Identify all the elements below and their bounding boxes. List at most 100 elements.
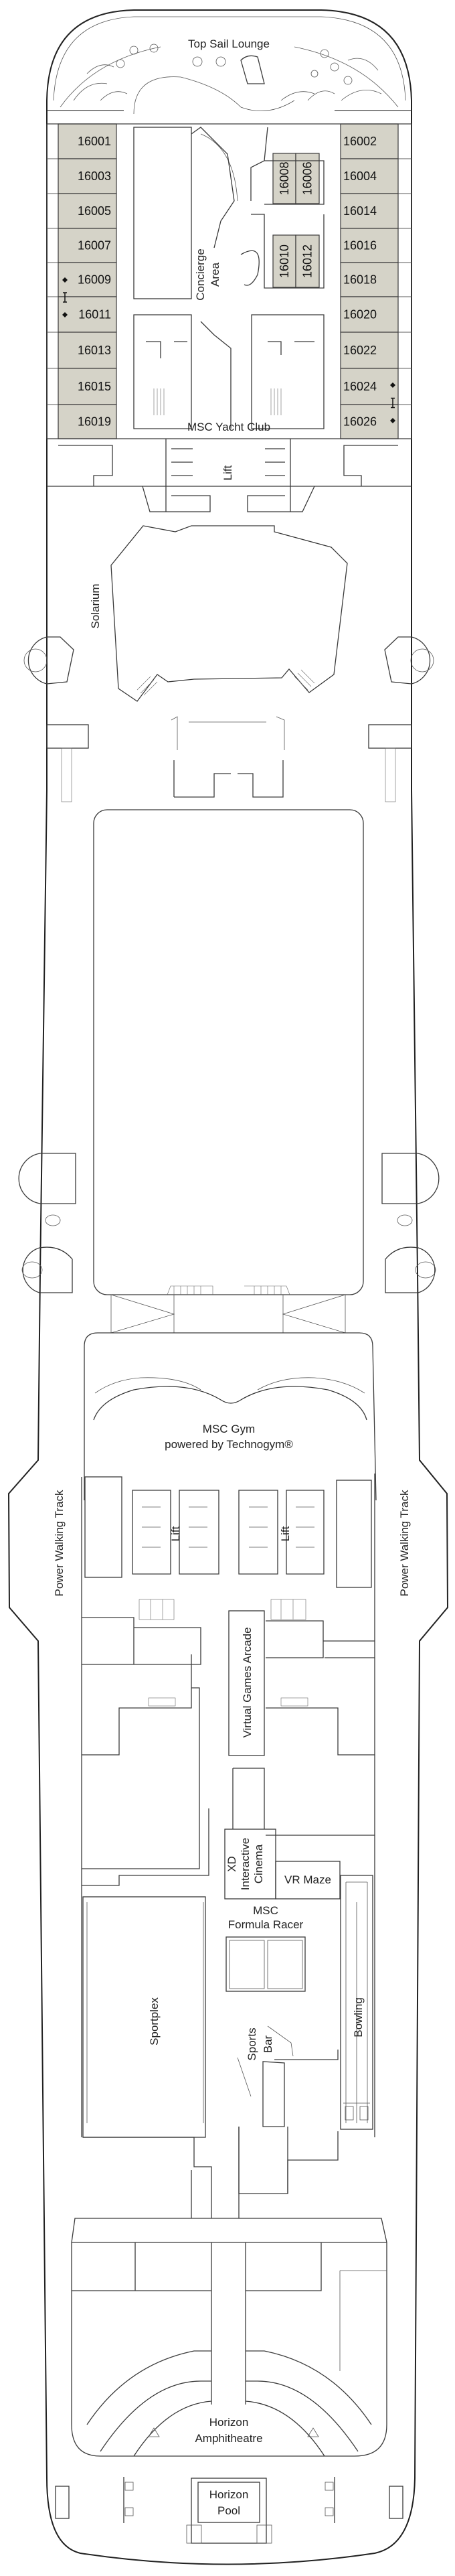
- cabin-16014[interactable]: [340, 193, 399, 229]
- cabin-number: 16009: [78, 273, 111, 287]
- solarium[interactable]: Solarium: [89, 525, 348, 702]
- cabin-16016[interactable]: [340, 228, 399, 263]
- label-msc-yacht-club: MSC Yacht Club: [187, 421, 270, 433]
- spiral-stair-icon: [240, 250, 260, 286]
- label-lift-forward-starboard: Lift: [279, 1526, 292, 1541]
- cabin-number: 16024: [343, 380, 377, 393]
- forward-lift-lobby: Lift Lift Virtual Games Arcade: [81, 1474, 375, 2137]
- horizon-amphitheatre[interactable]: Horizon Amphitheatre: [71, 2218, 387, 2457]
- aft-connector: [110, 1294, 346, 1334]
- cabin-16001[interactable]: [58, 123, 117, 159]
- label-power-walking-track-port: Power Walking Track: [53, 1490, 66, 1597]
- hull-inner-line: [53, 16, 406, 101]
- stair-icon: [139, 1599, 308, 1707]
- cabin-number: 16014: [343, 204, 377, 218]
- side-lifeboat-icon: [18, 1153, 440, 1293]
- label-bowling: Bowling: [352, 1997, 365, 2037]
- pool-deck-fittings: [55, 2477, 403, 2523]
- stair-icon: [240, 55, 265, 84]
- yacht-club-cabins: 16001 16002 16003 16004 16005 16014 16007 16016…: [46, 123, 412, 439]
- label-gym-technogym: powered by Technogym®: [165, 1438, 293, 1451]
- lounge-seating-icon: [73, 44, 382, 101]
- cabin-16003[interactable]: [58, 158, 117, 194]
- label-pool: Pool: [217, 2504, 240, 2517]
- stair-icon: [167, 1285, 290, 1295]
- label-power-walking-track-starboard: Power Walking Track: [398, 1490, 411, 1597]
- bowling-lanes: [340, 1875, 373, 2130]
- cabin-number: 16004: [343, 169, 377, 183]
- msc-gym[interactable]: MSC Gym powered by Technogym®: [84, 1332, 377, 1501]
- cabin-number: 16026: [343, 415, 377, 429]
- cabin-16011[interactable]: [58, 296, 117, 333]
- horizon-pool[interactable]: Horizon Pool: [186, 2478, 272, 2544]
- cabin-16013[interactable]: [58, 332, 117, 369]
- cabin-16010[interactable]: [272, 234, 296, 288]
- cabin-number: 16007: [78, 239, 111, 253]
- solarium-enclosure: [110, 525, 348, 702]
- aft-corridor-walls: [83, 2127, 339, 2218]
- virtual-games-arcade-room: [228, 1610, 265, 1756]
- label-formula-racer: Formula Racer: [228, 1918, 304, 1931]
- cabin-number: 16001: [78, 135, 111, 148]
- label-lift-forward-port: Lift: [169, 1526, 182, 1541]
- cabin-16019[interactable]: [58, 404, 117, 439]
- cabin-16008[interactable]: [272, 153, 296, 204]
- label-horizon: Horizon: [209, 2416, 249, 2429]
- cabin-number: 16006: [301, 161, 314, 195]
- cabin-number: 16015: [78, 380, 111, 393]
- cabin-number: 16011: [78, 308, 111, 321]
- label-xd: XD: [225, 1856, 238, 1872]
- cabin-16002[interactable]: [340, 123, 399, 159]
- top-sail-lounge[interactable]: Top Sail Lounge: [47, 38, 412, 115]
- ship-hull-outline: [7, 9, 449, 2565]
- cabin-number: 16018: [343, 273, 377, 287]
- label-vr-maze: VR Maze: [284, 1873, 331, 1886]
- cabin-16026[interactable]: [340, 404, 399, 439]
- label-lift-yacht-club: Lift: [221, 465, 234, 480]
- cabin-number: 16005: [78, 204, 111, 218]
- label-solarium: Solarium: [89, 583, 102, 628]
- cabin-16006[interactable]: [295, 153, 320, 204]
- cabin-number: 16008: [278, 161, 291, 195]
- cabin-number: 16020: [343, 308, 377, 321]
- cabin-16018[interactable]: [340, 262, 399, 297]
- connecting-rooms-icon: [62, 277, 68, 317]
- label-top-sail-lounge: Top Sail Lounge: [188, 38, 270, 50]
- label-sportplex: Sportplex: [148, 1997, 161, 2046]
- label-msc-gym: MSC Gym: [203, 1423, 255, 1435]
- cabin-number: 16002: [343, 135, 377, 148]
- central-open-deck: [93, 809, 364, 1295]
- cabin-number: 16016: [343, 239, 377, 253]
- connecting-rooms-icon: [390, 382, 395, 423]
- label-sports: Sports: [246, 2027, 258, 2060]
- label-virtual-games-arcade: Virtual Games Arcade: [241, 1627, 254, 1737]
- speaker-icon: [148, 2427, 319, 2437]
- cabin-16005[interactable]: [58, 193, 117, 229]
- yacht-club-interior: Concierge Area MSC Yacht Club: [47, 123, 412, 433]
- cabin-16009[interactable]: [58, 262, 117, 297]
- label-pool-horizon: Horizon: [209, 2488, 249, 2501]
- cabin-16024[interactable]: [340, 368, 399, 405]
- cabin-number: 16010: [278, 244, 291, 278]
- cabin-16022[interactable]: [340, 332, 399, 369]
- yacht-club-lift-area: Lift: [47, 438, 412, 512]
- label-bar: Bar: [262, 2035, 274, 2053]
- stair-icon: [153, 388, 282, 415]
- label-concierge: Concierge: [194, 248, 207, 301]
- cabin-16007[interactable]: [58, 228, 117, 263]
- label-msc-formula: MSC: [253, 1904, 278, 1917]
- cabin-number: 16012: [301, 244, 314, 278]
- vr-maze-room: [275, 1861, 341, 1900]
- label-xd-interactive: Interactive: [239, 1838, 252, 1890]
- cabin-16015[interactable]: [58, 368, 117, 405]
- lifeboat-station-icon: [23, 636, 434, 685]
- cabin-number: 16022: [343, 344, 377, 357]
- cabin-number: 16003: [78, 169, 111, 183]
- label-concierge-area: Area: [209, 263, 221, 287]
- entertainment-zone: XD Interactive Cinema VR Maze MSC Formul…: [224, 1829, 373, 2130]
- cabin-16012[interactable]: [295, 234, 320, 288]
- cabin-number: 16013: [78, 344, 111, 357]
- deck-fittings: [46, 716, 412, 802]
- cabin-16004[interactable]: [340, 158, 399, 194]
- label-amphitheatre: Amphitheatre: [195, 2432, 262, 2445]
